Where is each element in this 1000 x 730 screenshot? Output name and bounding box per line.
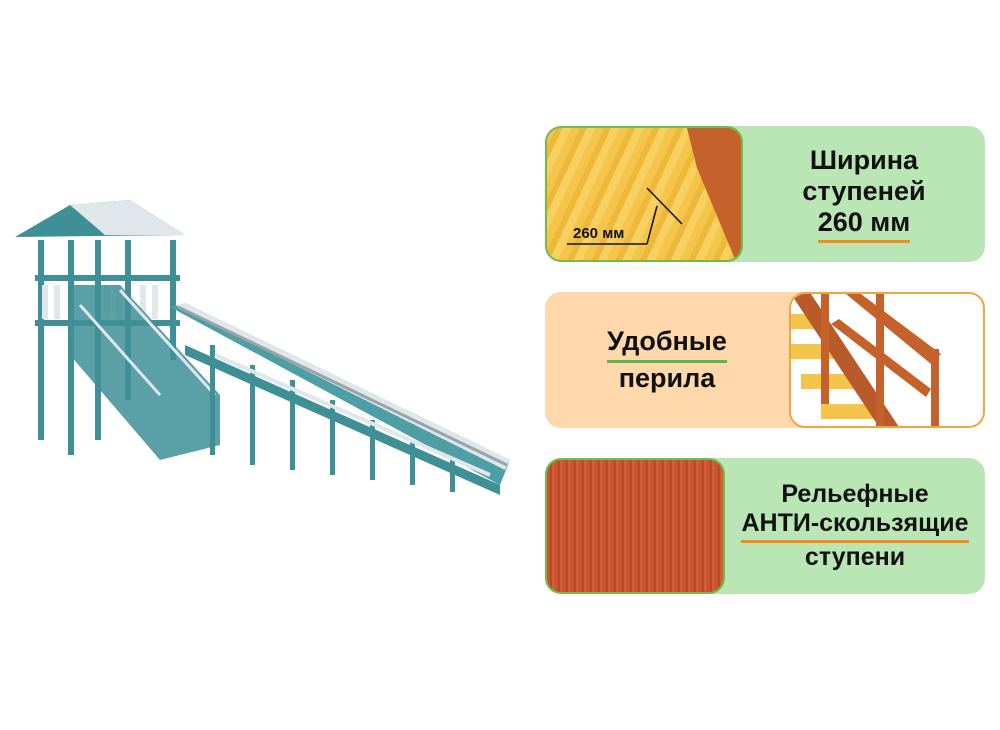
anti-slip-texture-photo <box>545 458 725 594</box>
dimension-label: 260 мм <box>573 225 625 242</box>
railing-photo <box>789 292 985 428</box>
step-width-line-2: ступеней <box>802 175 926 206</box>
step-width-value: 260 мм <box>817 207 911 244</box>
feature-card-anti-slip: Рельефные АНТИ-скользящие ступени <box>545 458 985 594</box>
anti-slip-line-3: ступени <box>804 542 906 571</box>
step-width-text: Ширина ступеней 260 мм <box>743 126 985 262</box>
anti-slip-text: Рельефные АНТИ-скользящие ступени <box>725 458 985 594</box>
feature-card-step-width: 260 мм Ширина ступеней 260 мм <box>545 126 985 262</box>
anti-slip-line-2: АНТИ-скользящие <box>741 509 969 543</box>
step-width-line-1: Ширина <box>809 144 919 175</box>
railing-text: Удобные перила <box>545 292 789 428</box>
railing-line-1: Удобные <box>607 326 727 363</box>
railing-line-2: перила <box>618 362 716 393</box>
step-width-photo: 260 мм <box>545 126 743 262</box>
slide-tower-illustration <box>10 195 520 510</box>
anti-slip-line-1: Рельефные <box>781 480 929 509</box>
feature-card-railing: Удобные перила <box>545 292 985 428</box>
